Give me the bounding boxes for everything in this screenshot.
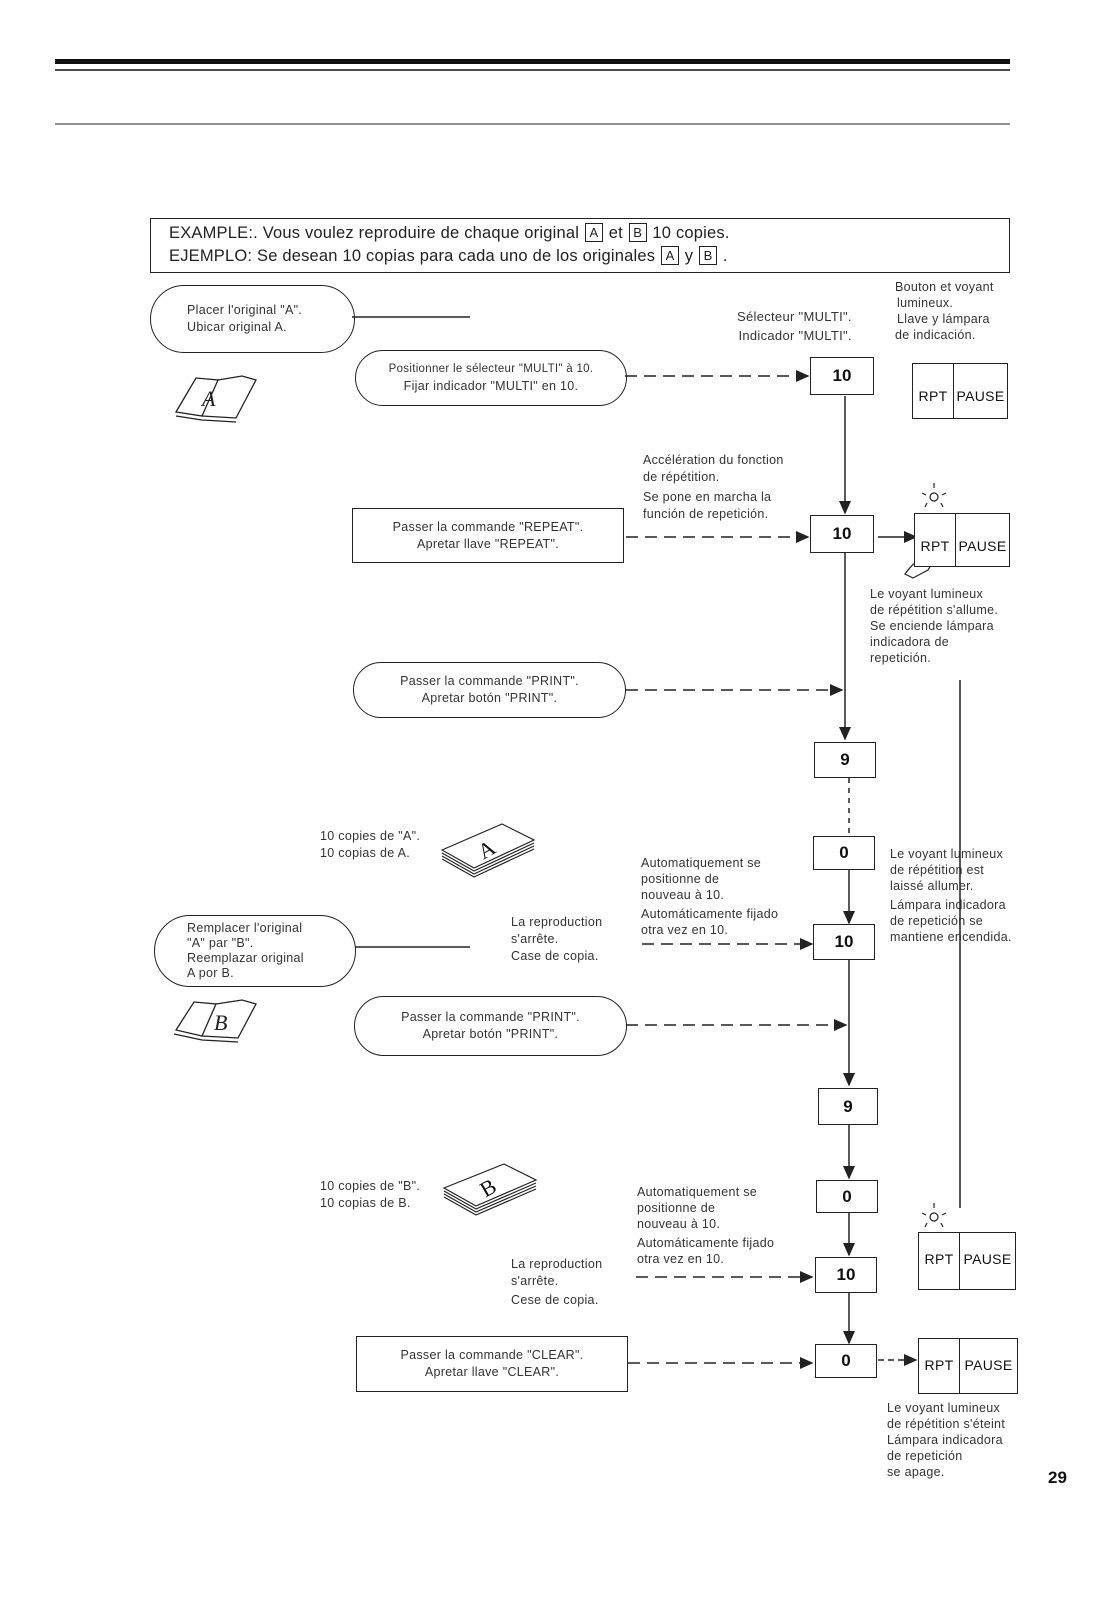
note-copies-a: 10 copies de "A". 10 copias de A.: [320, 829, 421, 860]
original-a-marker: A: [584, 223, 603, 242]
rpt-button: RPT: [919, 1233, 960, 1289]
multi-counter: 0: [816, 1180, 878, 1213]
note-copies-b: 10 copies de "B". 10 copias de B.: [320, 1179, 421, 1210]
example-line-fr: EXAMPLE:. Vous voulez reproduire de chaq…: [169, 223, 730, 242]
multi-counter: 0: [815, 1344, 877, 1378]
pause-button: PAUSE: [956, 388, 1005, 404]
copy-stack-a-icon: A: [440, 823, 536, 878]
multi-counter: 10: [810, 357, 874, 395]
pause-button: PAUSE: [963, 1251, 1012, 1267]
note-auto-reset-2: Automatiquement se positionne de nouveau…: [637, 1185, 775, 1266]
multi-counter: 9: [818, 1088, 878, 1125]
rpt-pause-panel: RPT PAUSE: [914, 513, 1010, 567]
rpt-pause-panel: RPT PAUSE: [912, 363, 1008, 419]
example-line-es: EJEMPLO: Se desean 10 copias para cada u…: [169, 246, 728, 265]
rpt-pause-panel: RPT PAUSE: [918, 1338, 1018, 1394]
multi-counter: 10: [815, 1257, 877, 1293]
original-b-marker: B: [699, 246, 718, 265]
note-acceleration: Accélération du fonction de répétition. …: [643, 453, 784, 521]
note-lamp-kept: Le voyant lumineux de répétition est lai…: [890, 847, 1012, 944]
step-replace-original: Remplacer l'original "A" par "B". Reempl…: [154, 915, 356, 987]
example-header: EXAMPLE:. Vous voulez reproduire de chaq…: [150, 218, 1010, 273]
step-clear: Passer la commande "CLEAR". Apretar llav…: [356, 1336, 628, 1392]
step-set-multi: Positionner le sélecteur "MULTI" à 10. F…: [355, 350, 627, 406]
original-a-marker: A: [661, 246, 679, 265]
svg-text:B: B: [214, 1010, 227, 1035]
page-number: 29: [1048, 1468, 1067, 1487]
note-button-lamp: Bouton et voyant lumineux. Llave y lámpa…: [895, 280, 994, 342]
step-print-1: Passer la commande "PRINT". Apretar botó…: [353, 662, 626, 718]
note-reproduction-stops-1: La reproduction s'arrête. Case de copia.: [511, 915, 603, 963]
svg-text:A: A: [200, 386, 216, 411]
step-print-2: Passer la commande "PRINT". Apretar botó…: [354, 996, 627, 1056]
open-book-b-icon: B: [173, 999, 257, 1043]
copy-stack-b-icon: B: [442, 1163, 538, 1216]
multi-counter: 9: [814, 742, 876, 778]
original-b-marker: B: [628, 223, 647, 242]
multi-counter: 10: [810, 515, 874, 553]
pause-button: PAUSE: [964, 1357, 1013, 1373]
note-auto-reset-1: Automatiquement se positionne de nouveau…: [641, 856, 779, 937]
note-lamp-off: Le voyant lumineux de répétition s'étein…: [887, 1401, 1006, 1479]
multi-counter: 0: [813, 836, 875, 870]
rpt-button: RPT: [915, 514, 956, 566]
rpt-button: RPT: [919, 1339, 960, 1393]
step-repeat: Passer la commande "REPEAT". Apretar lla…: [352, 508, 624, 563]
note-reproduction-stops-2: La reproduction s'arrête. Cese de copia.: [511, 1257, 603, 1307]
open-book-a-icon: A: [174, 375, 257, 423]
multi-counter: 10: [813, 924, 875, 960]
rpt-button: RPT: [913, 364, 954, 418]
note-multi-selector: Sélecteur "MULTI". Indicador "MULTI".: [737, 309, 852, 343]
note-lamp-on: Le voyant lumineux de répétition s'allum…: [870, 587, 999, 665]
step-place-original-a: Placer l'original "A". Ubicar original A…: [150, 285, 355, 353]
pause-button: PAUSE: [958, 538, 1007, 554]
rpt-pause-panel: RPT PAUSE: [918, 1232, 1016, 1290]
